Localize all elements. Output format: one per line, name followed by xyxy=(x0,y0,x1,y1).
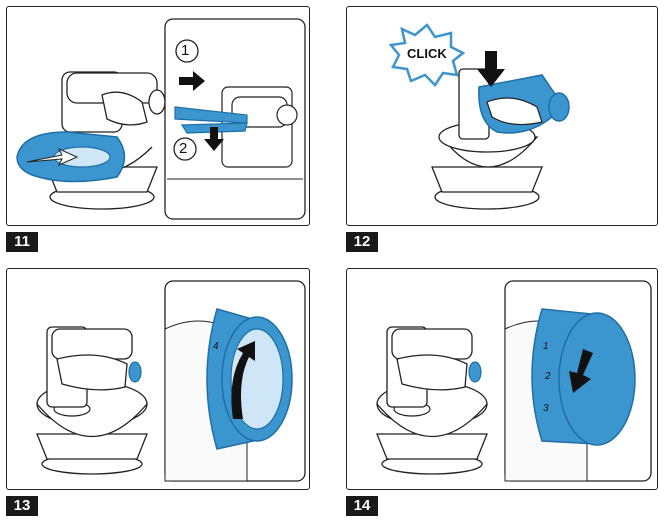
step-13-drawing xyxy=(36,280,306,482)
step-number-13: 13 xyxy=(6,496,38,516)
arrow-down-icon xyxy=(569,349,593,393)
dial-mark-1: 1 xyxy=(543,341,549,352)
dial-mark-2: 2 xyxy=(545,371,551,382)
dial-mark-3: 3 xyxy=(543,403,549,414)
step-13-illustration: 4 xyxy=(6,268,310,490)
callout-2-label: 2 xyxy=(179,140,188,157)
step-12-illustration: CLICK xyxy=(346,6,658,226)
arrow-right-icon xyxy=(179,71,205,91)
arrow-down-icon xyxy=(204,127,224,151)
step-12-drawing xyxy=(388,23,570,210)
step-number-12: 12 xyxy=(346,232,378,252)
step-14-illustration: 1 2 3 xyxy=(346,268,658,490)
click-sound-label: CLICK xyxy=(407,46,447,61)
rotate-arrow-icon xyxy=(231,341,255,419)
step-14-drawing xyxy=(376,280,652,482)
step-number-14: 14 xyxy=(346,496,378,516)
dial-mark-4: 4 xyxy=(213,341,219,352)
step-11-drawing xyxy=(16,18,306,220)
step-number-11: 11 xyxy=(6,232,38,252)
callout-1-label: 1 xyxy=(181,42,190,59)
starburst-icon xyxy=(388,23,466,87)
step-11-illustration: 1 2 xyxy=(6,6,310,226)
arrow-down-icon xyxy=(477,51,505,87)
